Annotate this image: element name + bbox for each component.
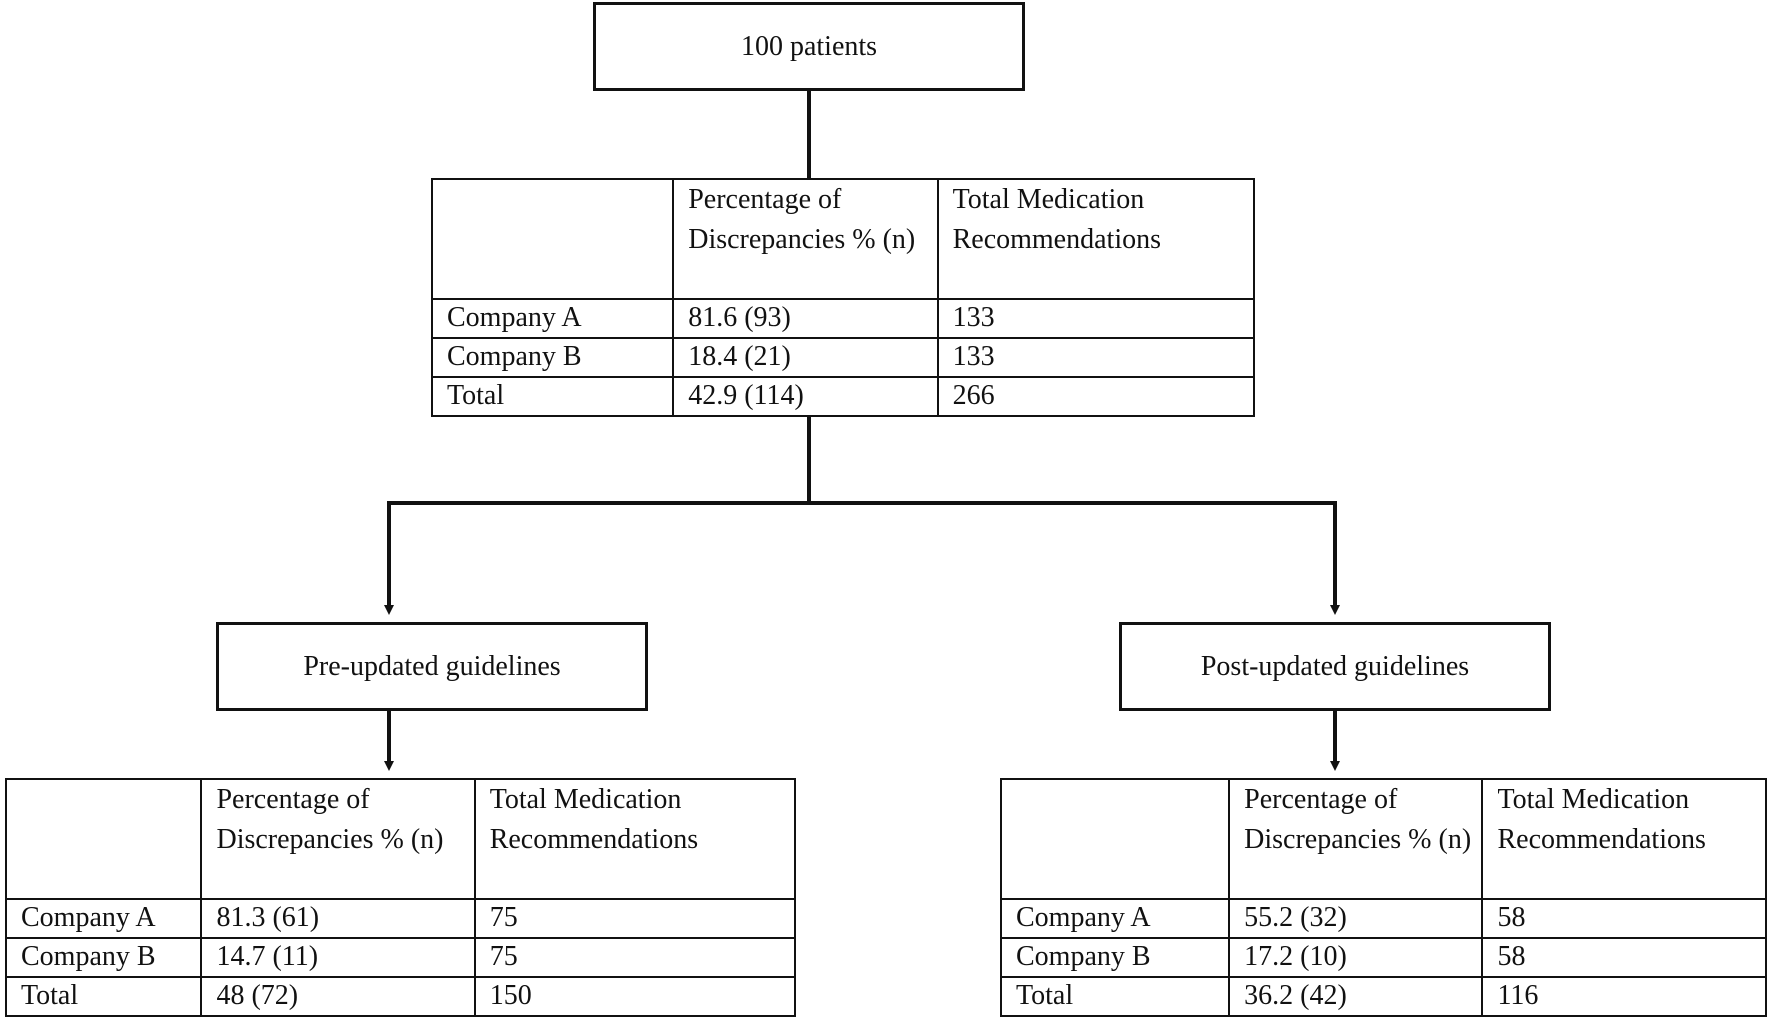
table-header-row: Percentage of Discrepancies % (n) Total … — [4, 778, 797, 900]
patients-label: 100 patients — [740, 30, 878, 62]
table-row: Company A 81.6 (93) 133 — [430, 298, 1256, 339]
total-cell: 58 — [1481, 937, 1767, 978]
post-updated-label: Post-updated guidelines — [1200, 650, 1470, 682]
header-total-recommendations: Total Medication Recommendations — [473, 778, 797, 900]
percentage-cell: 55.2 (32) — [1228, 898, 1484, 939]
header-cell-empty — [430, 178, 675, 300]
percentage-cell: 17.2 (10) — [1228, 937, 1484, 978]
table-row: Company B 14.7 (11) 75 — [4, 937, 797, 978]
percentage-cell: 18.4 (21) — [672, 337, 939, 378]
row-label: Company A — [999, 898, 1231, 939]
total-cell: 75 — [473, 898, 797, 939]
row-label: Total — [999, 976, 1231, 1017]
total-cell: 133 — [936, 298, 1256, 339]
table-header-row: Percentage of Discrepancies % (n) Total … — [999, 778, 1767, 900]
post-updated-guidelines-box: Post-updated guidelines — [1119, 622, 1551, 711]
percentage-cell: 81.3 (61) — [200, 898, 476, 939]
percentage-cell: 48 (72) — [200, 976, 476, 1017]
header-percentage: Percentage of Discrepancies % (n) — [200, 778, 476, 900]
total-cell: 75 — [473, 937, 797, 978]
header-cell-empty — [4, 778, 203, 900]
table-row: Total 48 (72) 150 — [4, 976, 797, 1017]
row-label: Company A — [430, 298, 675, 339]
table-row: Company B 18.4 (21) 133 — [430, 337, 1256, 378]
header-total-recommendations: Total Medication Recommendations — [936, 178, 1256, 300]
table-row: Company B 17.2 (10) 58 — [999, 937, 1767, 978]
percentage-cell: 36.2 (42) — [1228, 976, 1484, 1017]
row-label: Total — [430, 376, 675, 417]
total-cell: 150 — [473, 976, 797, 1017]
total-cell: 266 — [936, 376, 1256, 417]
row-label: Company A — [4, 898, 203, 939]
header-percentage: Percentage of Discrepancies % (n) — [1228, 778, 1484, 900]
overall-discrepancy-table: Percentage of Discrepancies % (n) Total … — [430, 178, 1256, 417]
table-row: Total 36.2 (42) 116 — [999, 976, 1767, 1017]
pre-updated-discrepancy-table: Percentage of Discrepancies % (n) Total … — [4, 778, 797, 1017]
percentage-cell: 42.9 (114) — [672, 376, 939, 417]
row-label: Company B — [4, 937, 203, 978]
header-cell-empty — [999, 778, 1231, 900]
pre-updated-guidelines-box: Pre-updated guidelines — [216, 622, 648, 711]
total-cell: 133 — [936, 337, 1256, 378]
total-cell: 116 — [1481, 976, 1767, 1017]
row-label: Company B — [430, 337, 675, 378]
table-header-row: Percentage of Discrepancies % (n) Total … — [430, 178, 1256, 300]
pre-updated-label: Pre-updated guidelines — [303, 650, 561, 682]
header-total-recommendations: Total Medication Recommendations — [1481, 778, 1767, 900]
table-row: Company A 55.2 (32) 58 — [999, 898, 1767, 939]
percentage-cell: 14.7 (11) — [200, 937, 476, 978]
table-row: Company A 81.3 (61) 75 — [4, 898, 797, 939]
post-updated-discrepancy-table: Percentage of Discrepancies % (n) Total … — [999, 778, 1767, 1017]
percentage-cell: 81.6 (93) — [672, 298, 939, 339]
table-row: Total 42.9 (114) 266 — [430, 376, 1256, 417]
patients-box: 100 patients — [593, 2, 1025, 91]
row-label: Total — [4, 976, 203, 1017]
header-percentage: Percentage of Discrepancies % (n) — [672, 178, 939, 300]
row-label: Company B — [999, 937, 1231, 978]
total-cell: 58 — [1481, 898, 1767, 939]
